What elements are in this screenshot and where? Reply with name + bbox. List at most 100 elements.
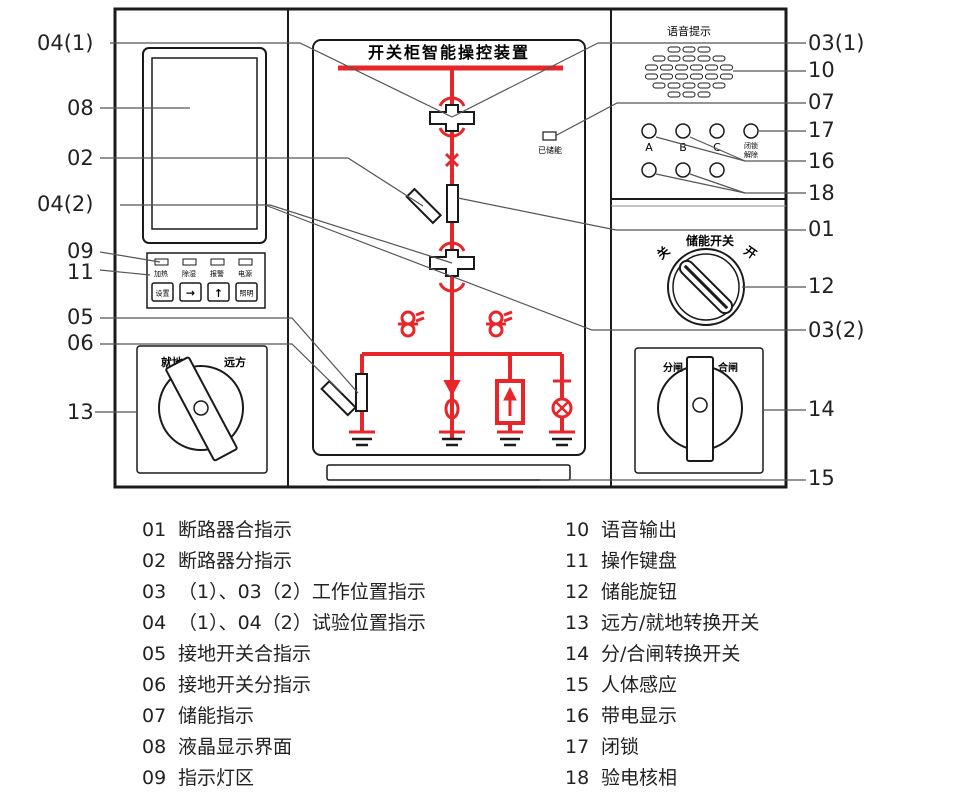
- legend-text: 储能旋钮: [601, 581, 678, 603]
- callout-12: 12: [808, 274, 835, 298]
- legend-text: 语音输出: [601, 519, 678, 541]
- speaker-slot: [712, 55, 726, 62]
- speaker-slot: [697, 46, 711, 53]
- key-settings-label: 设置: [156, 289, 170, 298]
- local-remote-knob-center: [193, 400, 209, 416]
- key-settings[interactable]: 设置: [151, 282, 174, 302]
- ct-left: [398, 310, 425, 338]
- legend-num: 12: [565, 581, 590, 603]
- phase-c-live-light: [709, 123, 725, 139]
- callout-03-2: 03(2): [808, 318, 865, 342]
- phase-b-live-light: [675, 123, 691, 139]
- led-power: [238, 258, 253, 266]
- local-remote-label-remote: 远方: [224, 355, 246, 369]
- storage-knob-off-label: 关: [654, 243, 673, 262]
- callout-14: 14: [808, 397, 835, 421]
- legend-num: 02: [142, 550, 167, 572]
- upper-position-indicator: [429, 104, 475, 132]
- local-remote-switch-plate: [136, 345, 268, 474]
- legend-num: 18: [565, 767, 590, 789]
- breaker-closed-indicator: [446, 184, 459, 223]
- storage-knob-title: 储能开关: [686, 233, 734, 248]
- earth-switch-open-indicator: [320, 379, 357, 417]
- phase-a-live-light: [641, 123, 657, 139]
- switch-open-label: 分闸: [663, 361, 683, 374]
- legend-text: 断路器分指示: [178, 550, 293, 572]
- presence-sensor: [326, 464, 571, 481]
- legend-item-07: 07 储能指示: [142, 707, 254, 726]
- phase-label-b: B: [679, 141, 687, 154]
- legend-item-05: 05 接地开关合指示: [142, 645, 311, 664]
- leader-lines: [95, 42, 806, 481]
- led-dehumid: [182, 258, 197, 266]
- legend-num: 05: [142, 643, 167, 665]
- key-up-arrow[interactable]: ↑: [207, 282, 230, 302]
- legend-text: 验电核相: [601, 767, 678, 789]
- storage-knob-on-label: 开: [741, 244, 759, 262]
- speaker-slot: [697, 82, 711, 89]
- device-frame: [113, 7, 788, 489]
- speaker-slot: [690, 64, 703, 71]
- speaker-slot: [675, 73, 688, 80]
- legend-num: 16: [565, 705, 590, 727]
- led-label-power: 电源: [238, 269, 252, 278]
- speaker-slot: [705, 64, 718, 71]
- key-lighting[interactable]: 照明: [235, 282, 258, 302]
- speaker-slot: [667, 91, 681, 98]
- speaker-slot: [705, 73, 718, 80]
- speaker-slot: [652, 55, 666, 62]
- phase-b-test-socket[interactable]: [675, 162, 691, 178]
- callout-18: 18: [808, 181, 835, 205]
- legend-num: 15: [565, 674, 590, 696]
- storage-led-label: 已储能: [538, 145, 562, 155]
- led-heat: [154, 258, 169, 266]
- legend-text: （1）、03（2）工作位置指示: [178, 581, 426, 603]
- speaker-slot: [660, 73, 673, 80]
- legend-text: 带电显示: [601, 705, 678, 727]
- callout-04-1: 04(1): [37, 31, 94, 55]
- key-lighting-label: 照明: [240, 290, 254, 298]
- callout-11: 11: [67, 260, 94, 284]
- speaker-slot: [697, 55, 711, 62]
- legend-num: 07: [142, 705, 167, 727]
- callout-08: 08: [67, 96, 94, 120]
- phase-c-test-socket[interactable]: [709, 162, 725, 178]
- led-alarm: [210, 258, 225, 266]
- lock-label-1: 闭锁: [744, 141, 758, 150]
- legend-num: 08: [142, 736, 167, 758]
- mimic-panel: [312, 39, 586, 456]
- phase-label-a: A: [645, 141, 653, 154]
- upper-plug-arc-top: [438, 96, 466, 107]
- legend-num: 11: [565, 550, 590, 572]
- callout-01: 01: [808, 217, 835, 241]
- legend-text: 断路器合指示: [178, 519, 293, 541]
- phase-a-test-socket[interactable]: [641, 162, 657, 178]
- callout-05: 05: [67, 305, 94, 329]
- led-label-alarm: 报警: [210, 269, 224, 278]
- legend-num: 13: [565, 612, 590, 634]
- legend-text: 接地开关合指示: [178, 643, 312, 665]
- speaker-slot: [667, 46, 681, 53]
- unlock-button[interactable]: [743, 123, 759, 139]
- speaker-slot: [682, 46, 696, 53]
- speaker-slot: [645, 73, 658, 80]
- legend-num: 14: [565, 643, 590, 665]
- key-right-arrow[interactable]: →: [179, 282, 202, 302]
- local-remote-knob-dial: [158, 365, 244, 451]
- legend-text: （1）、04（2）试验位置指示: [178, 612, 426, 634]
- legend-text: 储能指示: [178, 705, 255, 727]
- phase-label-c: C: [713, 141, 721, 154]
- legend-item-18: 18 验电核相: [565, 769, 677, 788]
- callout-03-1: 03(1): [808, 31, 865, 55]
- speaker-slot: [667, 82, 681, 89]
- storage-led: [542, 131, 557, 141]
- speaker-slot: [697, 91, 711, 98]
- ground-symbols: [352, 437, 572, 447]
- led-label-heat: 加热: [154, 269, 168, 278]
- callout-13: 13: [67, 400, 94, 424]
